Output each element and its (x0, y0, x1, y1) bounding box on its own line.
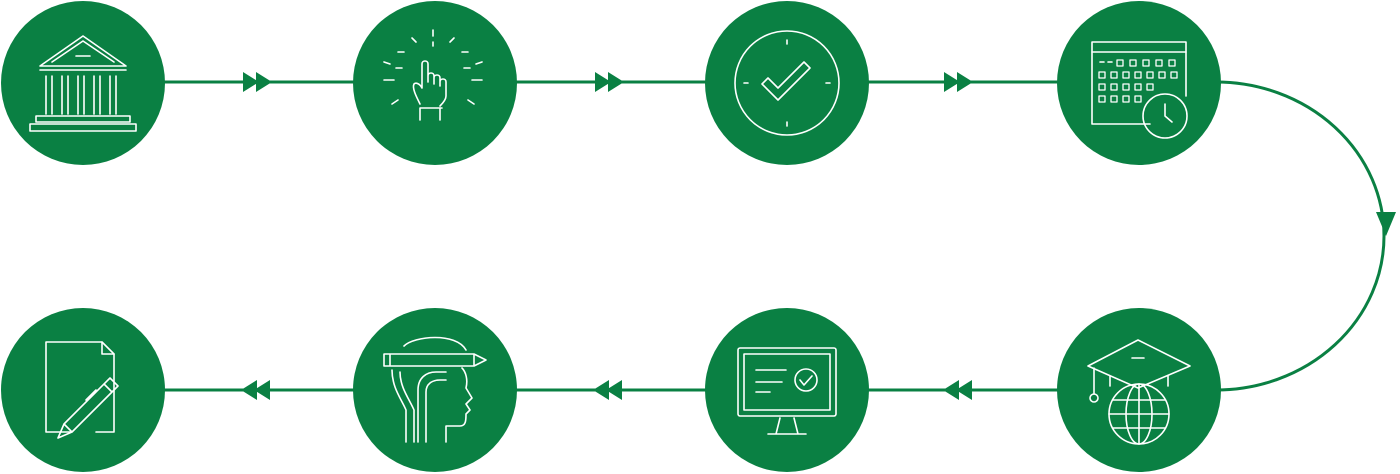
check-circle-icon (734, 30, 840, 136)
double-arrow-left-icon (593, 380, 622, 400)
arrowheads (241, 72, 1396, 400)
step-4 (1057, 1, 1221, 165)
double-arrow-right-icon (243, 72, 272, 92)
tap-hand-icon (383, 29, 483, 121)
graduation-globe-icon (1087, 339, 1191, 445)
double-arrow-left-icon (943, 380, 972, 400)
step-5 (1057, 308, 1221, 472)
monitor-check-icon (737, 347, 837, 435)
double-arrow-right-icon (944, 72, 973, 92)
step-2 (353, 1, 517, 165)
step-3 (705, 1, 869, 165)
connector-4-5-curve (1215, 80, 1386, 392)
double-arrow-left-icon (241, 380, 270, 400)
document-pencil-icon (45, 341, 119, 439)
step-1 (1, 1, 165, 165)
head-pencil-icon (383, 336, 487, 443)
arrow-down-icon (1376, 212, 1396, 236)
step-7 (353, 308, 517, 472)
double-arrow-right-icon (595, 72, 624, 92)
calendar-clock-icon (1091, 41, 1188, 139)
step-8 (1, 308, 165, 472)
step-6 (705, 308, 869, 472)
institution-icon (29, 35, 137, 132)
